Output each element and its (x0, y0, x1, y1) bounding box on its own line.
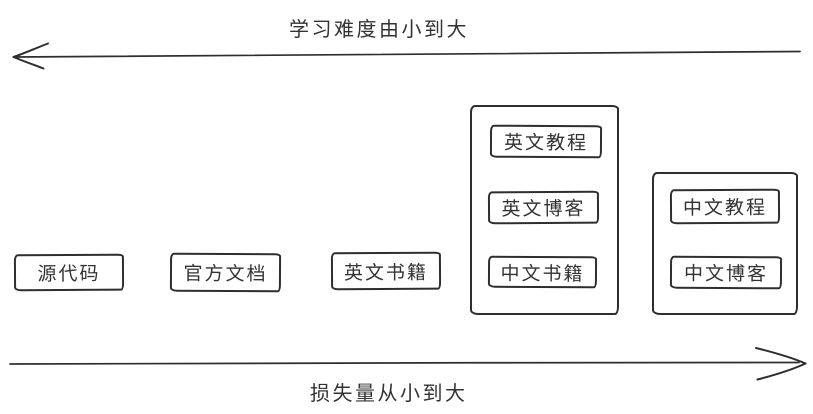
node-english-blogs-label: 英文博客 (501, 198, 586, 221)
node-english-books-label: 英文书籍 (343, 262, 429, 284)
node-english-tutorials: 英文教程 (489, 124, 603, 159)
node-chinese-tutorials: 中文教程 (669, 188, 781, 225)
node-official-docs: 官方文档 (169, 252, 282, 293)
node-official-docs-label: 官方文档 (183, 263, 268, 286)
node-chinese-tutorials-label: 中文教程 (682, 197, 768, 220)
node-chinese-books-label: 中文书籍 (500, 263, 585, 285)
node-chinese-blogs-label: 中文博客 (683, 263, 769, 286)
node-chinese-books: 中文书籍 (487, 255, 598, 289)
node-english-books: 英文书籍 (330, 251, 442, 291)
node-chinese-blogs: 中文博客 (669, 255, 783, 290)
node-source-code: 源代码 (13, 253, 125, 292)
node-english-tutorials-label: 英文教程 (503, 132, 589, 155)
top-arrow-left (12, 42, 801, 70)
top-axis-label: 学习难度由小到大 (289, 19, 469, 41)
bottom-axis-label: 损失量从小到大 (310, 383, 468, 405)
node-english-blogs: 英文博客 (487, 190, 600, 225)
group-box-english-and-chinese-books: 英文教程 英文博客 中文书籍 (470, 105, 619, 315)
group-box-chinese-tutorials-blogs: 中文教程 中文博客 (652, 172, 798, 315)
bottom-arrow-right (9, 347, 807, 381)
node-source-code-label: 源代码 (37, 263, 101, 286)
